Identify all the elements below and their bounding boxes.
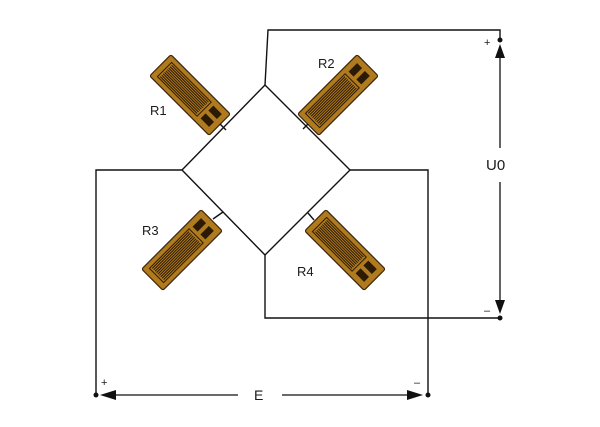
gauge-foil-line (168, 67, 206, 106)
gauge-foil-line (165, 70, 204, 109)
gauge-solder-tab (208, 105, 222, 120)
u0-arrowhead-up (495, 44, 505, 58)
strain-gauge-r4 (304, 209, 386, 291)
wire-right-to-e-minus (350, 169, 429, 395)
e-arrowhead-right (407, 390, 423, 400)
gauge-grid-frame (304, 73, 360, 129)
label-r3: R3 (142, 223, 159, 238)
gauge-foil-line (151, 231, 190, 269)
gauge-foil-line (159, 76, 198, 114)
gauge-foil-line (156, 235, 194, 273)
u0-arrowhead-down (495, 300, 505, 314)
lead-r2 (302, 123, 309, 130)
gauge-foil-line (322, 224, 360, 262)
e-minus-terminal (425, 392, 431, 398)
e-plus-terminal (93, 392, 99, 398)
label-r1: R1 (150, 103, 167, 118)
gauge-foil-line (319, 227, 357, 265)
gauge-foil-line (307, 76, 346, 114)
label-r4: R4 (297, 264, 314, 279)
gauge-foil-line (159, 238, 197, 276)
gauge-foil-line (157, 236, 196, 275)
gauge-foil-line (315, 83, 353, 121)
gauge-foil-line (326, 219, 364, 258)
gauge-foil-line (163, 242, 201, 281)
u0-label: U0 (486, 157, 505, 174)
gauge-solder-tab (200, 225, 214, 240)
gauge-foil-line (319, 87, 357, 126)
gauge-foil-line (317, 228, 356, 266)
gauge-foil-line (320, 225, 359, 264)
wire-top-to-u0-plus (264, 29, 501, 86)
strain-gauge-r2 (297, 54, 379, 136)
wire-left-to-e-plus (95, 169, 182, 395)
e-arrowhead-left (100, 390, 116, 400)
gauge-foil-line (164, 72, 202, 110)
gauge-foil-line (323, 222, 361, 261)
gauge-foil-line (316, 84, 354, 123)
gauge-solder-tab (192, 218, 207, 232)
gauge-grid-frame (148, 228, 204, 284)
gauge-foil-line (314, 231, 353, 269)
gauge-foil-line (316, 229, 354, 268)
gauge-foil-line (154, 234, 193, 272)
gauge-solder-tab (356, 70, 370, 85)
gauge-foil-line (162, 73, 201, 111)
gauge-foil-line (160, 239, 198, 278)
lead-r3 (212, 211, 224, 220)
gauge-solder-tab (200, 113, 215, 127)
gauge-solder-tab (355, 268, 370, 282)
gauge-foil-line (312, 80, 350, 118)
u0-plus-terminal (497, 37, 503, 43)
u0-plus-sign: + (484, 37, 490, 49)
gauge-foil-line (161, 74, 199, 113)
strain-gauge-r1 (149, 54, 231, 136)
e-minus-sign: – (414, 377, 421, 389)
e-plus-sign: + (101, 377, 107, 389)
gauge-foil-line (313, 81, 352, 120)
gauge-grid-frame (156, 61, 212, 117)
gauge-foil-line (171, 64, 209, 103)
gauge-foil-line (161, 241, 200, 279)
gauge-foil-line (153, 232, 191, 271)
gauge-foil-line (169, 66, 208, 104)
gauge-foil-line (309, 77, 347, 116)
label-r2: R2 (318, 56, 335, 71)
gauge-foil-line (167, 69, 205, 107)
strain-gauge-r3 (141, 209, 223, 291)
gauge-solder-tab (348, 63, 363, 77)
gauge-grid-frame (311, 216, 367, 272)
e-label: E (254, 387, 263, 403)
gauge-foil-line (324, 221, 363, 259)
gauge-solder-tab (363, 260, 377, 275)
gauge-foil-line (317, 86, 356, 124)
lead-r1 (219, 123, 227, 131)
wire-bottom-to-u0-minus (264, 255, 500, 319)
u0-minus-terminal (497, 315, 503, 321)
u0-minus-sign: – (484, 305, 491, 317)
gauge-foil-line (310, 79, 349, 117)
lead-r4 (307, 212, 315, 221)
